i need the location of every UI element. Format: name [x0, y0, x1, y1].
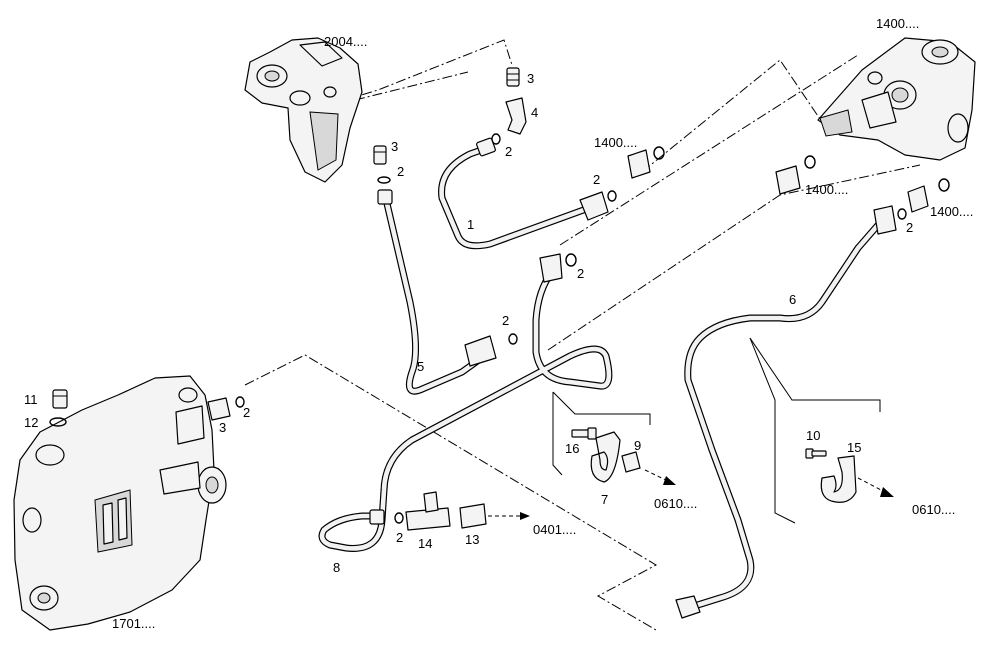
ref-out-a-label: 0610....	[654, 496, 697, 511]
fittings	[49, 67, 950, 619]
clamps	[571, 427, 857, 503]
callout-3: 3	[219, 420, 226, 435]
callout-2: 2	[502, 313, 509, 328]
ref-conn-c-label: 1400....	[930, 204, 973, 219]
callout-16: 16	[565, 441, 579, 456]
callout-2: 2	[396, 530, 403, 545]
callout-2: 2	[397, 164, 404, 179]
part-callouts: 1 2 2 2 2 2 2 2 2 3 3 3 4 5 6 7 8 9 10 1…	[24, 71, 913, 575]
callout-2: 2	[243, 405, 250, 420]
engine-body-plate	[13, 375, 227, 631]
high-pressure-pump	[817, 37, 976, 161]
callout-9: 9	[634, 438, 641, 453]
head-housing	[244, 37, 363, 183]
ref-out-b-label: 0610....	[912, 502, 955, 517]
continuation-arrows	[488, 469, 894, 520]
ref-body-label: 1701....	[112, 616, 155, 631]
ref-out-c-label: 0401....	[533, 522, 576, 537]
callout-13: 13	[465, 532, 479, 547]
callout-14: 14	[418, 536, 432, 551]
ref-conn-b-label: 1400....	[805, 182, 848, 197]
callout-4: 4	[531, 105, 538, 120]
pipes	[318, 144, 882, 612]
callout-12: 12	[24, 415, 38, 430]
callout-2: 2	[593, 172, 600, 187]
callout-2: 2	[577, 266, 584, 281]
reference-labels: 2004.... 1400.... 1400.... 1400.... 1400…	[112, 16, 973, 631]
callout-2: 2	[906, 220, 913, 235]
callout-10: 10	[806, 428, 820, 443]
callout-11: 11	[24, 392, 38, 407]
callout-2: 2	[505, 144, 512, 159]
reference-lines	[244, 39, 921, 631]
callout-5: 5	[417, 359, 424, 374]
callout-6: 6	[789, 292, 796, 307]
leader-lines	[552, 337, 881, 524]
ref-conn-a-label: 1400....	[594, 135, 637, 150]
callout-1: 1	[467, 217, 474, 232]
callout-3: 3	[527, 71, 534, 86]
ref-pump-label: 1400....	[876, 16, 919, 31]
callout-3: 3	[391, 139, 398, 154]
callout-15: 15	[847, 440, 861, 455]
ref-head-label: 2004....	[324, 34, 367, 49]
callout-7: 7	[601, 492, 608, 507]
callout-8: 8	[333, 560, 340, 575]
